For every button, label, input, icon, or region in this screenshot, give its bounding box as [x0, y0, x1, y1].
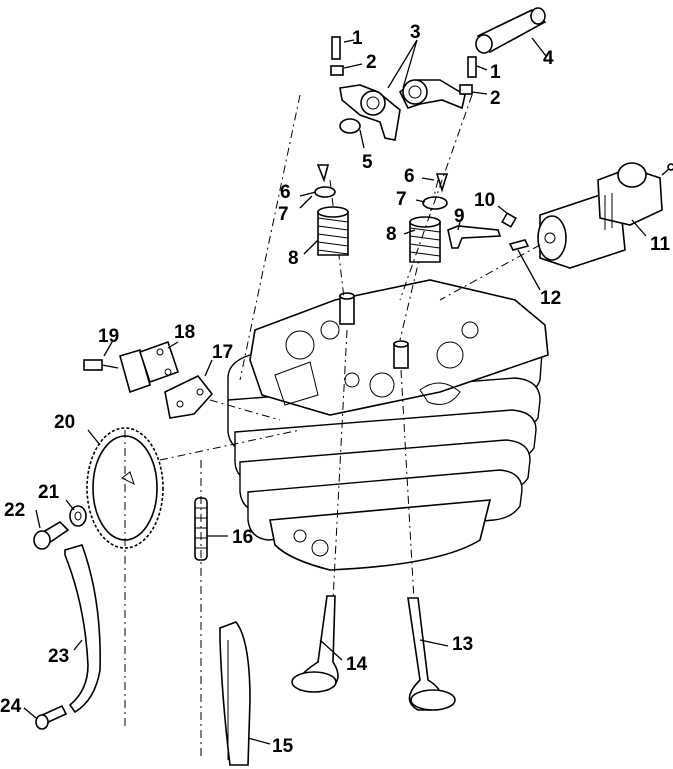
callout-10: 10 [474, 190, 495, 211]
retainer-right [422, 173, 449, 210]
callout-7: 7 [278, 204, 289, 225]
callout-17: 17 [212, 342, 233, 363]
callout-15: 15 [272, 736, 294, 757]
callout-5: 5 [362, 152, 373, 173]
callout-6: 6 [280, 182, 291, 203]
rocker-pin [475, 7, 547, 54]
sprocket-washer [69, 505, 87, 527]
callout-16: 16 [232, 527, 253, 548]
callout-12: 12 [540, 288, 561, 309]
callout-1-right: 1 [490, 62, 501, 83]
chain-guide-left [64, 544, 101, 714]
callout-9: 9 [454, 206, 465, 227]
callout-14: 14 [346, 654, 368, 675]
valve-spring-right [399, 179, 441, 341]
tensioner-bolt [83, 359, 119, 371]
callout-13: 13 [452, 634, 473, 655]
tensioner-gasket [164, 374, 214, 419]
rocker-arm-left [339, 84, 401, 141]
callout-23: 23 [48, 646, 69, 667]
guide-bolt [35, 704, 68, 730]
rocker-shaft [339, 118, 361, 134]
callout-3: 3 [410, 22, 421, 43]
callout-19: 19 [98, 326, 119, 347]
callout-8: 8 [288, 248, 299, 269]
callout-7-right: 7 [396, 189, 407, 210]
callout-2: 2 [366, 52, 377, 73]
cam-pin [508, 239, 530, 251]
callout-22: 22 [4, 500, 25, 521]
lever-nut [501, 212, 517, 228]
callout-21: 21 [38, 482, 60, 503]
adjuster-left [330, 36, 344, 76]
camshaft [537, 162, 673, 269]
valve-spring-left [317, 179, 349, 299]
leader-lines [23, 37, 647, 745]
rocker-arm-right [398, 79, 466, 110]
adjuster-right [459, 56, 477, 95]
cylinder-head [227, 279, 549, 571]
callout-24: 24 [0, 696, 22, 717]
decompression-lever [447, 225, 502, 249]
callout-2-right: 2 [490, 88, 501, 109]
sprocket-bolt [33, 520, 70, 550]
callout-1: 1 [352, 28, 363, 49]
callout-6-right: 6 [404, 166, 415, 187]
callout-20: 20 [54, 412, 75, 433]
callout-4: 4 [543, 48, 554, 69]
callout-18: 18 [174, 322, 195, 343]
chain-tensioner [119, 340, 180, 394]
intake-valve [400, 369, 456, 711]
callout-11: 11 [650, 234, 671, 255]
callout-8-right: 8 [386, 224, 397, 245]
chain-guide-right [219, 621, 251, 766]
exhaust-valve [291, 329, 348, 693]
retainer-left [314, 164, 336, 198]
callout-labels: 1 1 2 2 3 4 5 6 6 7 7 8 8 9 10 11 12 13 … [0, 22, 671, 757]
